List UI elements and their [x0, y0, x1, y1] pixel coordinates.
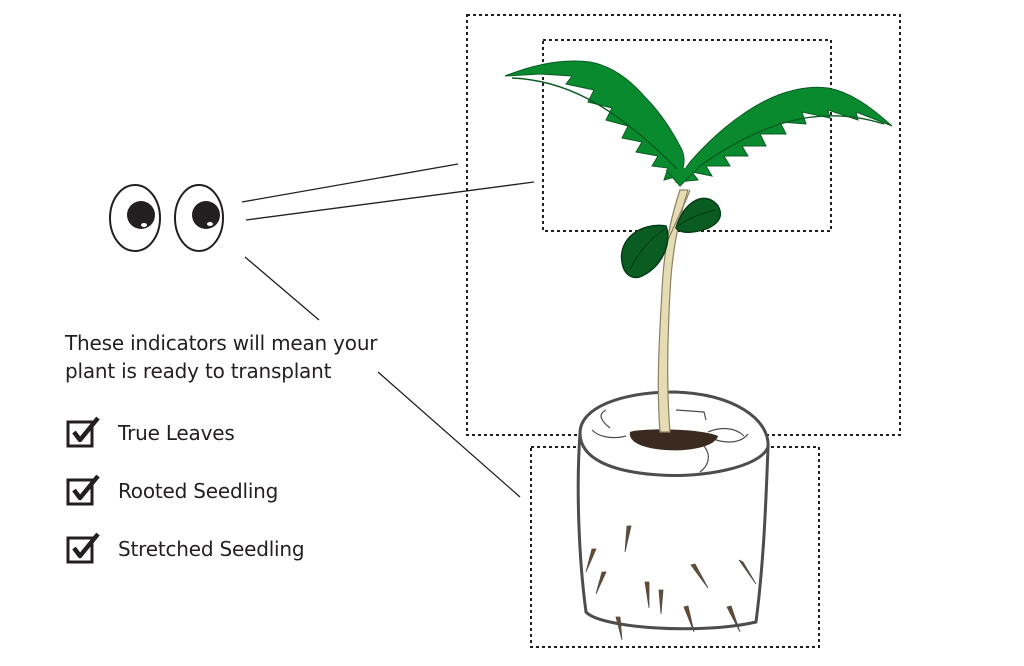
indicator-checklist: True Leaves Rooted Seedling Stretched Se… [66, 416, 305, 592]
pointer-line-plant [241, 163, 459, 203]
left-pupil [127, 201, 155, 229]
indicator-caption: These indicators will mean your plant is… [65, 329, 425, 385]
pointer-line-leaves [245, 181, 535, 221]
root-plug [576, 390, 770, 631]
pointer-line-roots [377, 371, 521, 498]
caption-line-1: These indicators will mean your [65, 331, 378, 355]
leaves-callout-box [542, 39, 832, 232]
protruding-roots [585, 525, 757, 641]
pointer-lines [241, 163, 535, 498]
caption-line-2: plant is ready to transplant [65, 359, 332, 383]
checked-box-icon [66, 474, 100, 506]
stem-branch [667, 189, 691, 241]
left-eye-glint [141, 223, 147, 227]
true-leaf-right [674, 86, 893, 183]
true-leaves [504, 60, 893, 187]
surface-roots [591, 409, 749, 473]
right-eye-glint [207, 222, 213, 226]
true-leaf-left [504, 60, 685, 181]
plug-body [576, 432, 770, 631]
checklist-label: Stretched Seedling [118, 537, 305, 561]
checked-box-icon [66, 532, 100, 564]
right-pupil [192, 201, 220, 229]
checklist-label: Rooted Seedling [118, 479, 279, 503]
checklist-label: True Leaves [118, 421, 235, 445]
cotyledons [620, 197, 721, 279]
googly-eyes-icon [109, 184, 224, 252]
checklist-item-stretched-seedling: Stretched Seedling [66, 532, 305, 564]
pointer-line-text [244, 256, 320, 321]
checklist-item-true-leaves: True Leaves [66, 416, 304, 448]
checked-box-icon [66, 416, 100, 448]
cotyledon-left [620, 224, 669, 279]
checklist-item-rooted-seedling: Rooted Seedling [66, 474, 304, 506]
soil-mound [629, 429, 718, 451]
